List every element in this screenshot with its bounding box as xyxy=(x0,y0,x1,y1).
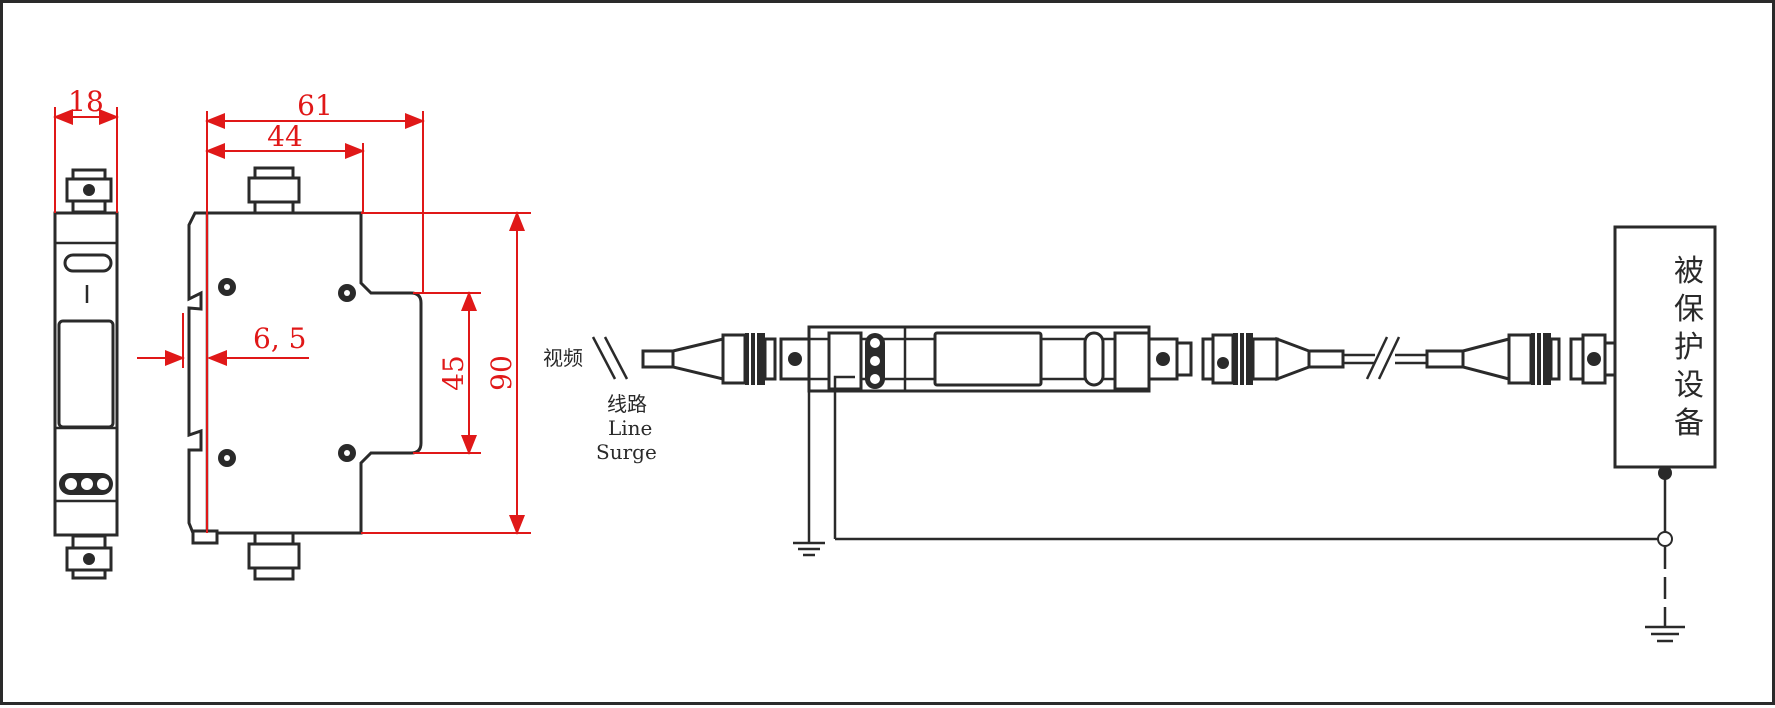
video-label: 视频 xyxy=(543,346,583,370)
dimension-width-label: 18 xyxy=(68,85,104,118)
bnc-plug-left xyxy=(641,333,777,385)
surge-protector xyxy=(779,325,1193,393)
line-en-label: Line xyxy=(608,416,652,440)
wiring-diagram: 18 61 44 6, 5 xyxy=(53,85,1717,643)
equipment-char-1: 被 xyxy=(1674,254,1704,289)
dimension-inner-height-label: 45 xyxy=(437,355,470,391)
front-view xyxy=(53,168,119,580)
dimension-width: 18 xyxy=(53,85,119,213)
bnc-jack-equipment xyxy=(1569,333,1619,385)
surge-en-label: Surge xyxy=(596,440,657,464)
line-input: 视频 线路 Line Surge xyxy=(543,336,657,464)
dimension-total-depth-label: 61 xyxy=(297,89,333,122)
dimension-mid-depth-label: 44 xyxy=(267,120,303,153)
protected-equipment: 被 保 护 设 备 xyxy=(1613,225,1717,469)
side-view xyxy=(187,166,423,581)
dimension-total-height-label: 90 xyxy=(485,355,518,391)
dimension-depth: 61 44 xyxy=(205,89,425,533)
dimension-height: 45 90 xyxy=(361,211,531,535)
equipment-char-5: 备 xyxy=(1674,406,1704,441)
bnc-plug-middle xyxy=(1201,333,1561,385)
equipment-char-3: 护 xyxy=(1674,330,1704,365)
equipment-char-4: 设 xyxy=(1674,368,1704,403)
line-cn-label: 线路 xyxy=(607,392,647,416)
ground-wiring xyxy=(793,375,1685,643)
dimension-step: 6, 5 xyxy=(137,313,309,368)
dimension-step-label: 6, 5 xyxy=(253,322,306,355)
equipment-char-2: 保 xyxy=(1674,292,1704,327)
